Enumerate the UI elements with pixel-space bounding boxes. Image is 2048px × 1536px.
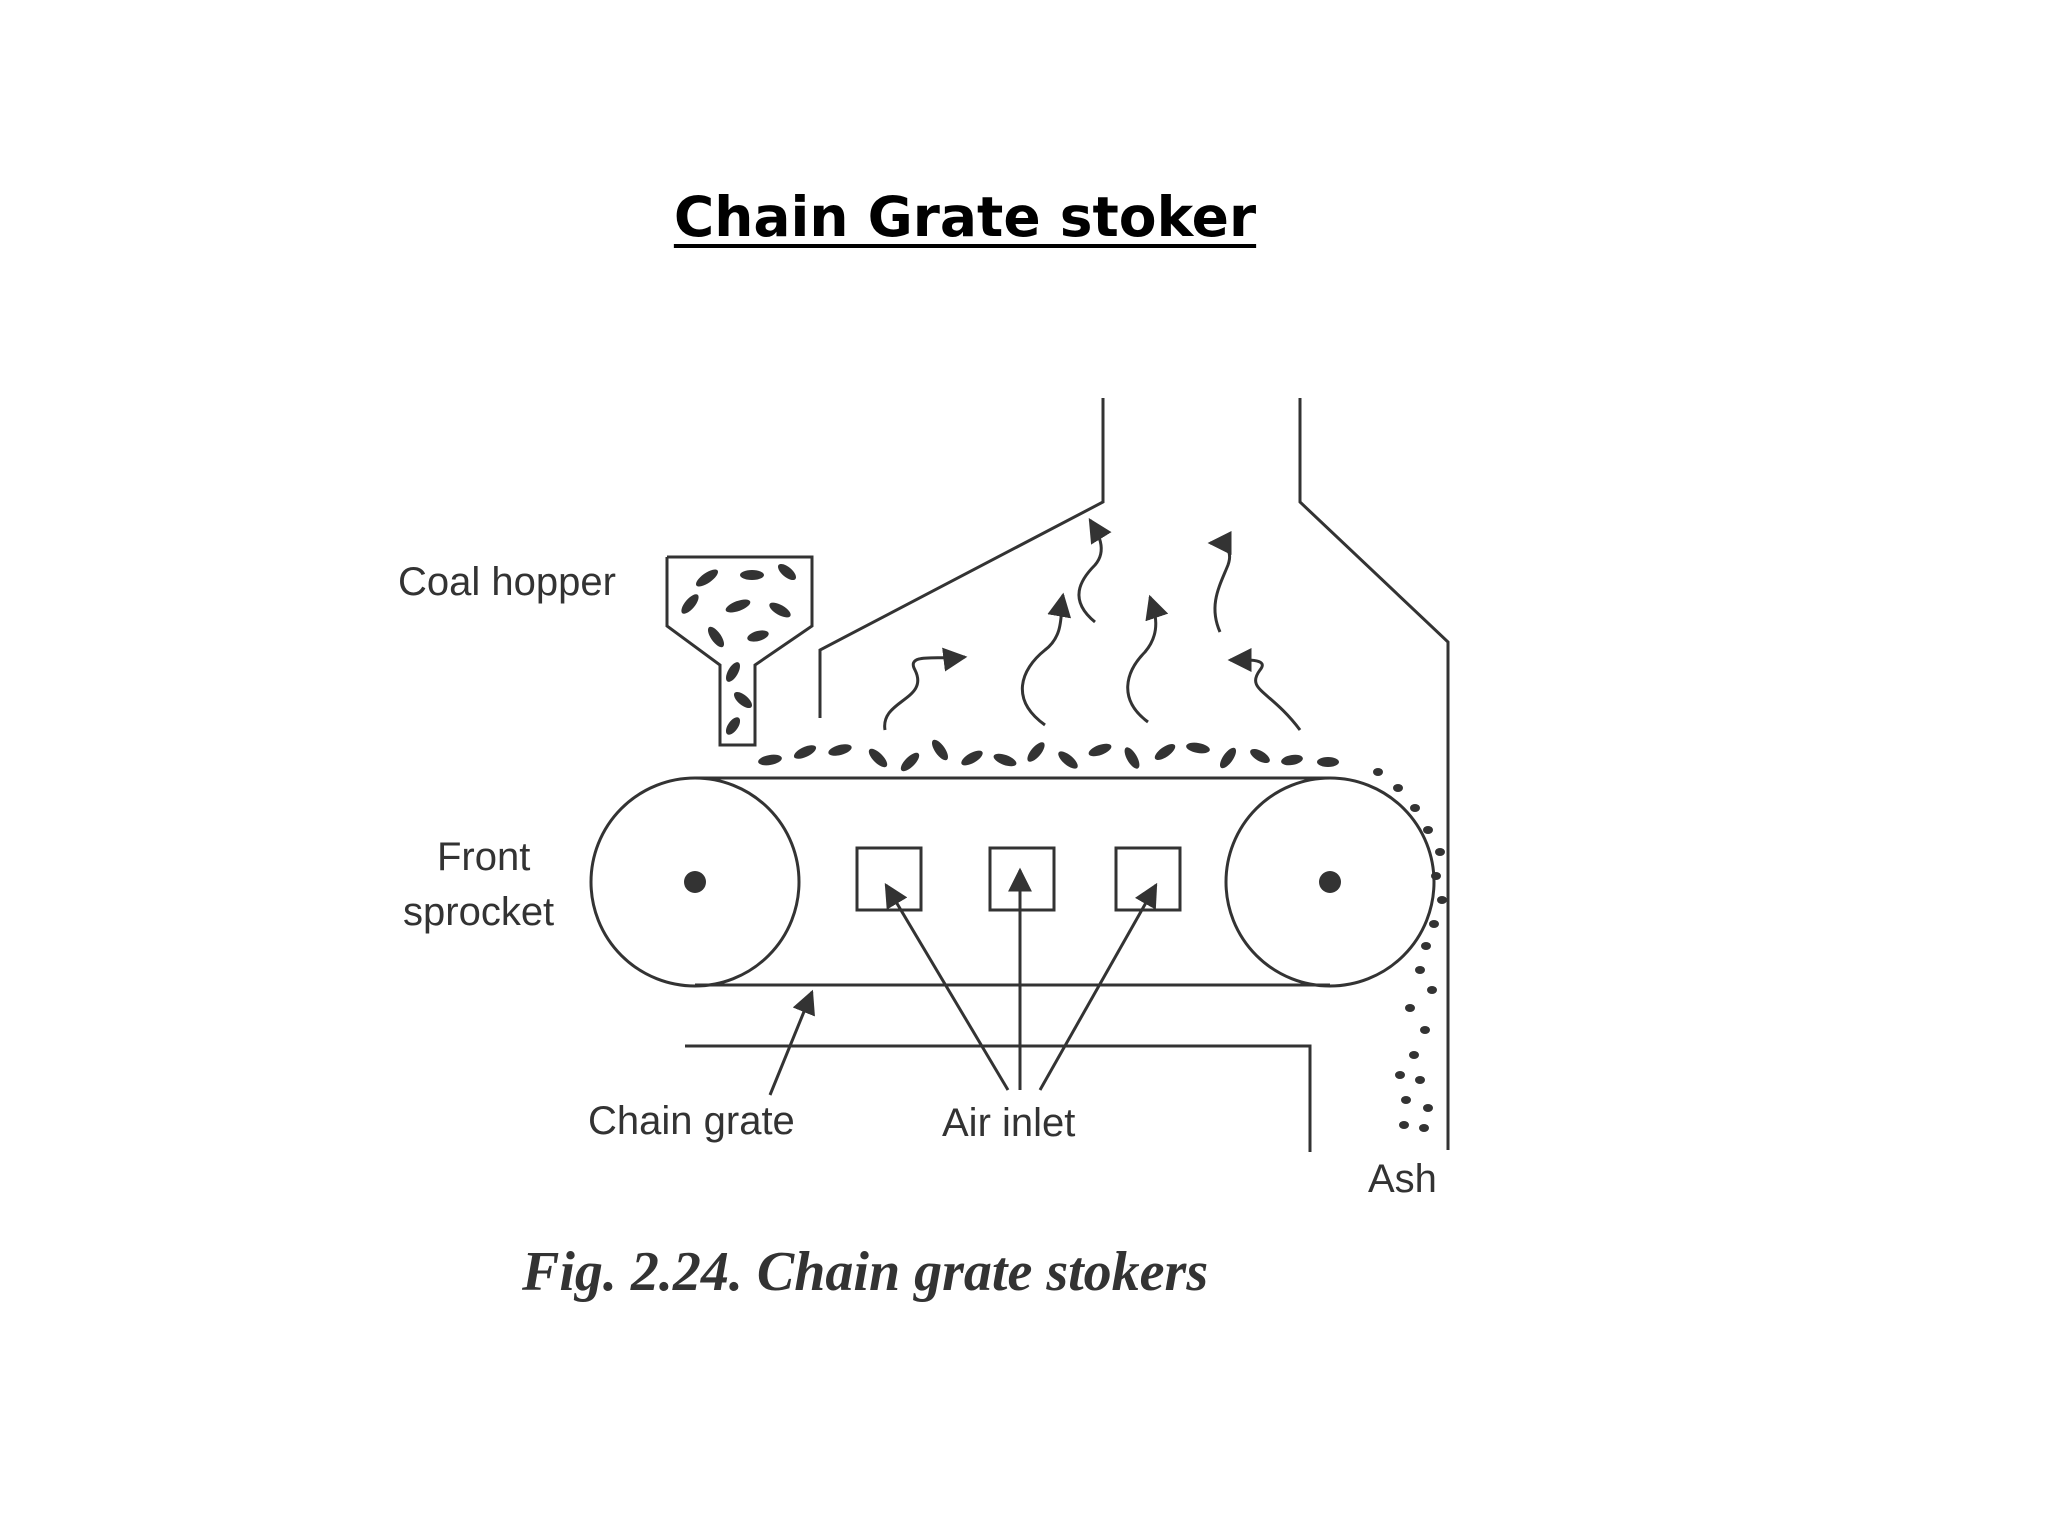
hot-gas-arrows [883, 517, 1302, 731]
label-front-sprocket-line2: sprocket [403, 890, 554, 934]
coal-hopper [665, 555, 814, 747]
air-duct [685, 1044, 1312, 1152]
air-inlet-boxes [855, 846, 1182, 912]
slide-title: Chain Grate stoker [673, 185, 1257, 249]
chain-grate [589, 776, 1436, 988]
label-front-sprocket-line1: Front [437, 835, 530, 879]
label-coal-hopper: Coal hopper [398, 560, 616, 604]
label-air-inlet: Air inlet [942, 1101, 1075, 1145]
rear-sprocket-hub [1319, 871, 1341, 893]
falling-ash [1373, 768, 1447, 1132]
air-inlet-arrows [884, 867, 1158, 1091]
figure-caption: Fig. 2.24. Chain grate stokers [521, 1241, 1208, 1303]
hopper-coal-pieces [681, 563, 797, 735]
front-sprocket-hub [684, 871, 706, 893]
chain-grate-pointer [768, 989, 815, 1096]
label-chain-grate: Chain grate [588, 1099, 795, 1143]
label-ash: Ash [1368, 1157, 1437, 1201]
furnace-wall [818, 398, 1450, 1150]
coal-bed [758, 739, 1339, 772]
